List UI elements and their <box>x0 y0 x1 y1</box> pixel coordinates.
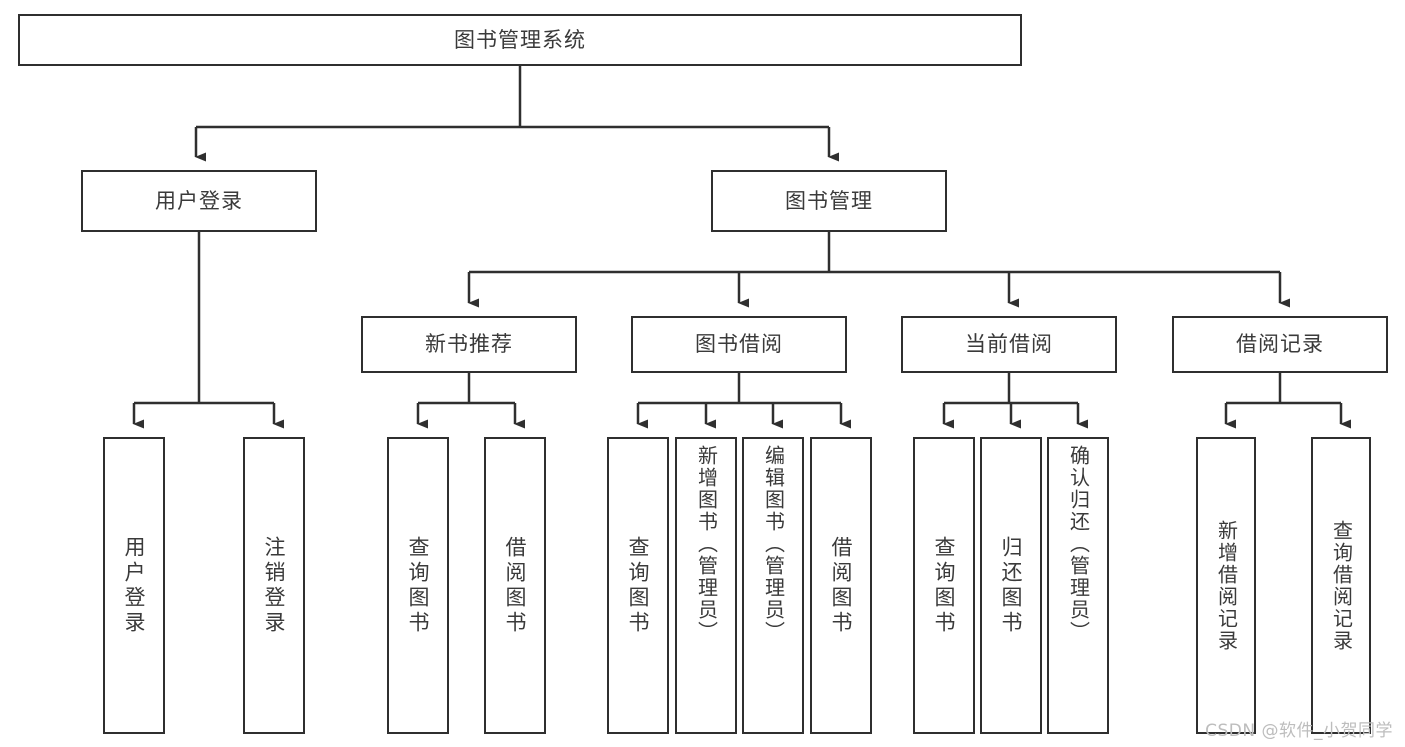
node-leaf-query-book-3-label: 查询图书 <box>932 535 957 636</box>
node-leaf-query-book-2[interactable]: 查询图书 <box>607 437 669 734</box>
node-leaf-user-login-label: 用户登录 <box>122 535 147 636</box>
node-borrow-record[interactable]: 借阅记录 <box>1172 316 1388 373</box>
node-leaf-query-book-3[interactable]: 查询图书 <box>913 437 975 734</box>
node-leaf-borrow-book-1[interactable]: 借阅图书 <box>484 437 546 734</box>
node-leaf-return-book-label: 归还图书 <box>999 535 1024 636</box>
node-borrow-record-label: 借阅记录 <box>1236 332 1324 356</box>
node-book-borrow[interactable]: 图书借阅 <box>631 316 847 373</box>
node-user-login[interactable]: 用户登录 <box>81 170 317 232</box>
node-leaf-query-record[interactable]: 查询借阅记录 <box>1311 437 1371 734</box>
node-current-borrow-label: 当前借阅 <box>965 332 1053 356</box>
node-book-manage[interactable]: 图书管理 <box>711 170 947 232</box>
node-leaf-add-record[interactable]: 新增借阅记录 <box>1196 437 1256 734</box>
node-leaf-user-logout-label: 注销登录 <box>262 535 287 636</box>
node-leaf-query-record-label: 查询借阅记录 <box>1329 519 1354 652</box>
node-leaf-confirm-return[interactable]: 确认归还（管理员） <box>1047 437 1109 734</box>
node-leaf-borrow-book-1-label: 借阅图书 <box>503 535 528 636</box>
node-leaf-query-book-2-label: 查询图书 <box>626 535 651 636</box>
node-leaf-add-book[interactable]: 新增图书（管理员） <box>675 437 737 734</box>
node-leaf-borrow-book-2[interactable]: 借阅图书 <box>810 437 872 734</box>
node-leaf-edit-book-label: 编辑图书（管理员） <box>761 445 786 643</box>
node-book-borrow-label: 图书借阅 <box>695 332 783 356</box>
node-new-book-recommend[interactable]: 新书推荐 <box>361 316 577 373</box>
node-new-book-recommend-label: 新书推荐 <box>425 332 513 356</box>
node-leaf-edit-book[interactable]: 编辑图书（管理员） <box>742 437 804 734</box>
node-leaf-confirm-return-label: 确认归还（管理员） <box>1066 445 1091 643</box>
node-leaf-query-book-1-label: 查询图书 <box>406 535 431 636</box>
node-root[interactable]: 图书管理系统 <box>18 14 1022 66</box>
node-leaf-return-book[interactable]: 归还图书 <box>980 437 1042 734</box>
node-user-login-label: 用户登录 <box>155 188 243 213</box>
node-root-label: 图书管理系统 <box>454 27 586 52</box>
csdn-watermark: CSDN @软件_小贺同学 <box>1205 721 1393 741</box>
node-leaf-add-record-label: 新增借阅记录 <box>1214 519 1239 652</box>
node-leaf-user-login[interactable]: 用户登录 <box>103 437 165 734</box>
node-book-manage-label: 图书管理 <box>785 188 873 213</box>
node-current-borrow[interactable]: 当前借阅 <box>901 316 1117 373</box>
node-leaf-query-book-1[interactable]: 查询图书 <box>387 437 449 734</box>
node-leaf-add-book-label: 新增图书（管理员） <box>694 445 719 643</box>
node-leaf-borrow-book-2-label: 借阅图书 <box>829 535 854 636</box>
node-leaf-user-logout[interactable]: 注销登录 <box>243 437 305 734</box>
